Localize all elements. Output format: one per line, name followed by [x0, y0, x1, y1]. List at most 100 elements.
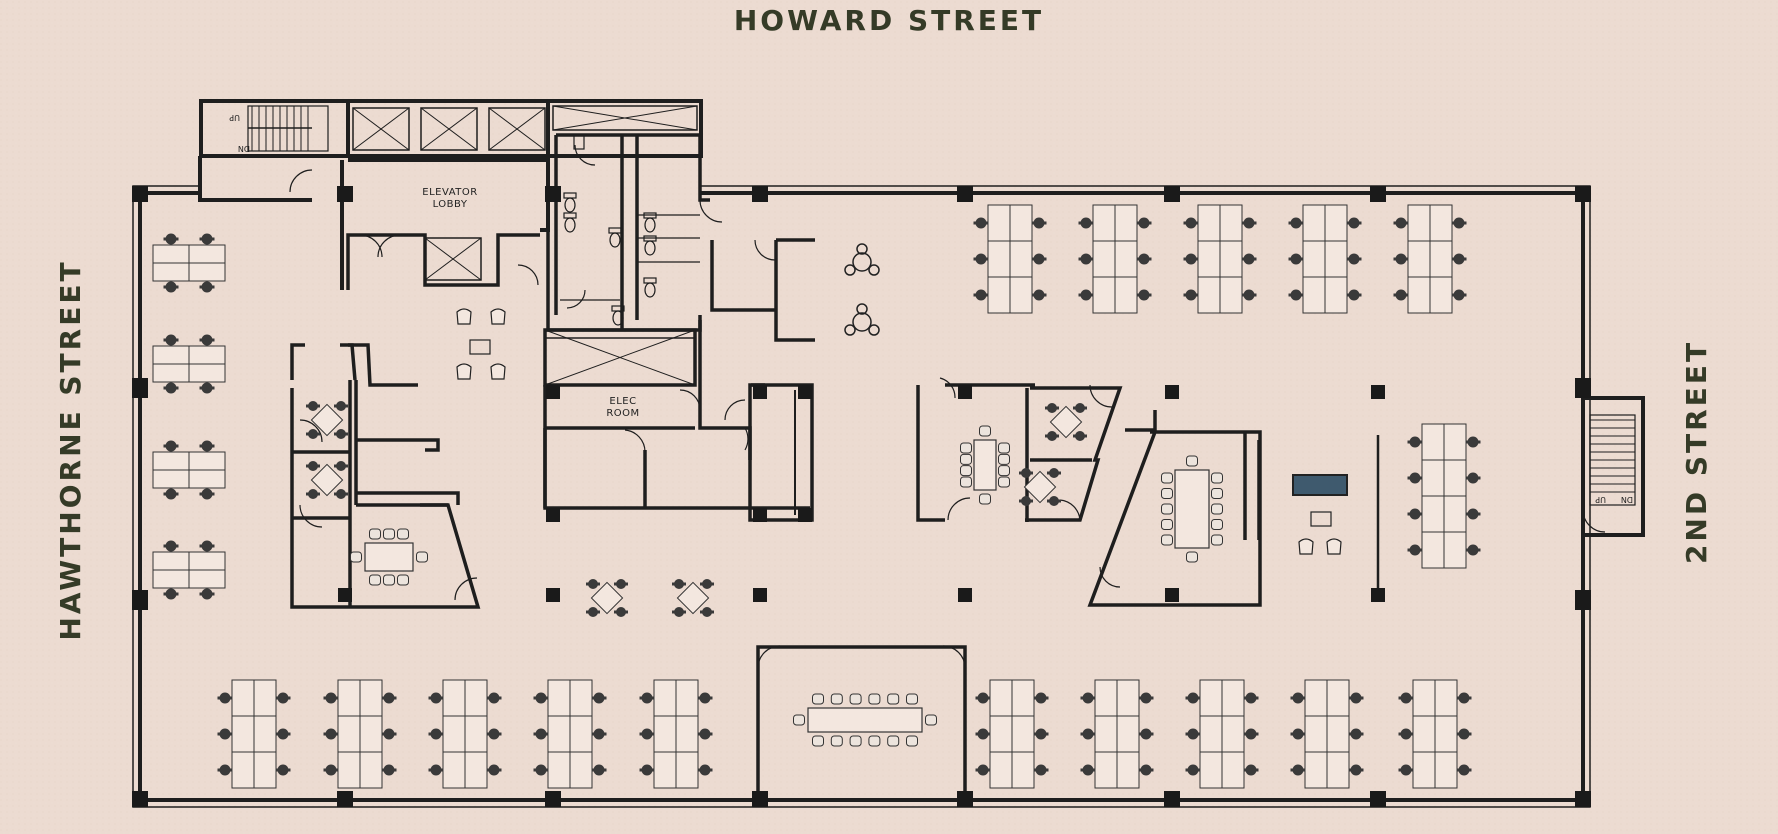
- door-swing: [574, 144, 596, 166]
- chair-arm: [176, 592, 179, 596]
- chair-arm: [394, 768, 397, 772]
- column-icon: [798, 508, 812, 522]
- chair-icon: [1187, 728, 1199, 740]
- chair-arm: [1393, 293, 1396, 297]
- chair-arm: [1464, 293, 1467, 297]
- desk: [1009, 276, 1033, 314]
- chair-icon: [219, 728, 231, 740]
- chair-arm: [176, 444, 179, 448]
- chair-arm: [1407, 476, 1410, 480]
- chair-icon: [1161, 519, 1173, 530]
- desk: [1304, 751, 1328, 789]
- chair-arm: [217, 696, 220, 700]
- chair-icon: [1467, 508, 1479, 520]
- chair-arm: [1478, 548, 1481, 552]
- desk-cluster-icon: [428, 679, 502, 789]
- chair-icon: [165, 382, 177, 394]
- desk: [1434, 715, 1458, 753]
- chair-arm: [345, 404, 348, 408]
- chair-icon: [1453, 289, 1465, 301]
- chair-icon: [1080, 289, 1092, 301]
- desk: [987, 240, 1011, 278]
- desk: [1429, 204, 1453, 242]
- desk: [1443, 495, 1467, 533]
- chair-arm: [163, 386, 166, 390]
- chair-icon: [1350, 692, 1362, 704]
- column-icon: [753, 508, 767, 522]
- desk: [152, 569, 190, 589]
- lounge-chair-icon: [456, 308, 472, 325]
- chair-arm: [597, 610, 600, 614]
- desk: [547, 715, 571, 753]
- chair-arm: [212, 544, 215, 548]
- chair-arm: [1456, 732, 1459, 736]
- column-icon: [752, 791, 768, 807]
- column-icon: [1370, 791, 1386, 807]
- chair-arm: [683, 582, 686, 586]
- desk: [1011, 751, 1035, 789]
- chair-icon: [165, 588, 177, 600]
- chair-arm: [345, 492, 348, 496]
- chair-arm: [212, 285, 215, 289]
- chair-icon: [998, 453, 1010, 465]
- chair-icon: [325, 692, 337, 704]
- table: [852, 252, 872, 272]
- desk: [1094, 751, 1118, 789]
- column-icon: [1575, 590, 1591, 610]
- chair-arm: [988, 732, 991, 736]
- door-swing: [744, 427, 749, 451]
- desk: [1443, 423, 1467, 461]
- chair-arm: [317, 464, 320, 468]
- chair-arm: [986, 293, 989, 297]
- desk: [1009, 204, 1033, 242]
- desk: [1324, 240, 1348, 278]
- chair-icon: [1409, 508, 1421, 520]
- chair-arm: [428, 768, 431, 772]
- chair-arm: [1151, 696, 1154, 700]
- chair-icon: [1049, 468, 1059, 478]
- chair-icon: [977, 764, 989, 776]
- chair-arm: [394, 732, 397, 736]
- desk: [989, 715, 1013, 753]
- chair-icon: [1453, 217, 1465, 229]
- lounge-chair-icon: [456, 363, 472, 380]
- chair-arm: [711, 582, 714, 586]
- elevator-car: [420, 107, 478, 151]
- chair-icon: [906, 693, 918, 705]
- elevator-icon: [420, 107, 478, 151]
- desk: [1302, 276, 1326, 314]
- desk: [231, 751, 255, 789]
- chair-arm: [441, 768, 444, 772]
- desk-cluster-icon: [975, 679, 1049, 789]
- desk-cluster-icon: [217, 679, 291, 789]
- chair-arm: [986, 257, 989, 261]
- toilet-tank: [611, 305, 625, 312]
- lounge-chair-icon: [490, 308, 506, 325]
- elevator-icon: [352, 107, 410, 151]
- chair-arm: [597, 582, 600, 586]
- toilet-tank: [563, 192, 577, 199]
- chair-arm: [1093, 768, 1096, 772]
- chair-icon: [1400, 692, 1412, 704]
- chair-icon: [201, 488, 213, 500]
- desk: [152, 451, 190, 471]
- desk: [989, 751, 1013, 789]
- chair-arm: [1136, 257, 1139, 261]
- chair-arm: [1196, 293, 1199, 297]
- chair-arm: [1348, 696, 1351, 700]
- chair-icon: [1245, 764, 1257, 776]
- door-swing: [947, 497, 971, 521]
- table: [852, 312, 872, 332]
- chair-arm: [604, 732, 607, 736]
- chair-arm: [1056, 406, 1059, 410]
- chair-arm: [697, 732, 700, 736]
- chair-icon: [1400, 764, 1412, 776]
- conference-table-icon: [793, 693, 937, 747]
- chair-arm: [1084, 406, 1087, 410]
- chair-arm: [212, 492, 215, 496]
- desk: [359, 751, 383, 789]
- elevator-cross: [424, 237, 482, 281]
- chair-arm: [306, 492, 309, 496]
- desk: [1219, 276, 1243, 314]
- desk-cluster-icon: [1080, 679, 1154, 789]
